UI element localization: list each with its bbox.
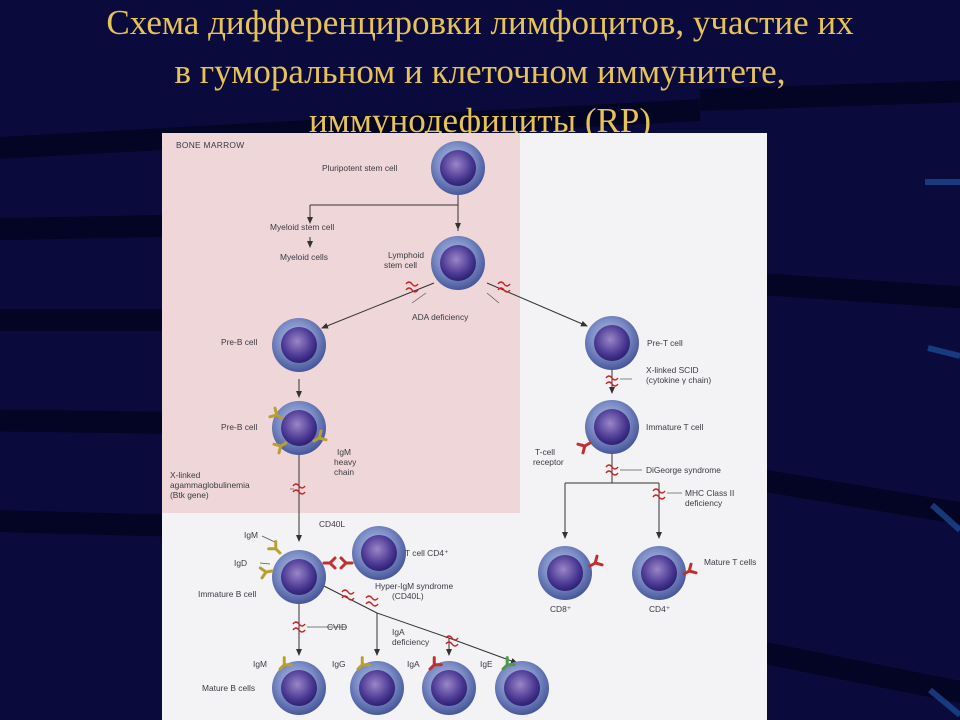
label-igm: IgM <box>244 530 258 540</box>
label-xla-1: X-linked <box>170 470 201 480</box>
mature-t-cell-cd4 <box>632 546 686 600</box>
label-scid-2: (cytokine γ chain) <box>646 375 711 385</box>
label-igm-heavy-2: heavy <box>334 457 357 467</box>
lymphoid-stem-cell <box>431 236 485 290</box>
bone-marrow-label: BONE MARROW <box>176 140 244 150</box>
igm-receptor-icon <box>267 540 286 559</box>
lymphocyte-differentiation-figure: BONE MARROW <box>162 133 767 720</box>
label-cvid: CVID <box>327 622 347 632</box>
label-scid-1: X-linked SCID <box>646 365 699 375</box>
label-pre-b-2: Pre-B cell <box>221 422 257 432</box>
label-ige-out: IgE <box>480 659 493 669</box>
slide-title: Схема дифференцировки лимфоцитов, участи… <box>0 0 960 145</box>
label-pre-t: Pre-T cell <box>647 338 683 348</box>
label-myeloid-cells: Myeloid cells <box>280 252 328 262</box>
label-igg-out: IgG <box>332 659 346 669</box>
label-hyper-igm-2: (CD40L) <box>392 591 424 601</box>
mature-t-cell-cd8 <box>538 546 592 600</box>
label-iga-out: IgA <box>407 659 420 669</box>
title-line-2: в гуморальном и клеточном иммунитете, <box>174 52 786 91</box>
pre-b-cell-1 <box>272 318 326 372</box>
label-immature-t: Immature T cell <box>646 422 704 432</box>
label-hyper-igm-1: Hyper-IgM syndrome <box>375 581 454 591</box>
igd-receptor-icon <box>258 564 275 580</box>
label-pre-b-1: Pre-B cell <box>221 337 257 347</box>
pre-t-cell <box>585 316 639 370</box>
cd40l-receptor-icon <box>322 556 354 570</box>
label-t-cell-cd4: T cell CD4⁺ <box>405 548 448 558</box>
label-lymphoid-2: stem cell <box>384 260 417 270</box>
label-igm-heavy-3: chain <box>334 467 354 477</box>
label-ada: ADA deficiency <box>412 312 469 322</box>
bone-marrow-region <box>162 133 520 513</box>
label-tcr-2: receptor <box>533 457 564 467</box>
label-xla-3: (Btk gene) <box>170 490 209 500</box>
label-mature-t: Mature T cells <box>704 557 756 567</box>
differentiation-diagram: BONE MARROW <box>170 140 756 715</box>
label-mhc-1: MHC Class II <box>685 488 734 498</box>
label-cd4: CD4⁺ <box>649 604 670 614</box>
label-immature-b: Immature B cell <box>198 589 256 599</box>
label-digeorge: DiGeorge syndrome <box>646 465 721 475</box>
label-tcr-1: T-cell <box>535 447 555 457</box>
label-myeloid-stem: Myeloid stem cell <box>270 222 334 232</box>
label-iga-def-1: IgA <box>392 627 405 637</box>
label-xla-2: agammaglobulinemia <box>170 480 250 490</box>
label-cd40l: CD40L <box>319 519 345 529</box>
label-pluripotent: Pluripotent stem cell <box>322 163 398 173</box>
immature-t-cell <box>585 400 639 454</box>
label-mhc-2: deficiency <box>685 498 723 508</box>
label-iga-def-2: deficiency <box>392 637 430 647</box>
pluripotent-stem-cell <box>431 141 485 195</box>
label-lymphoid-1: Lymphoid <box>388 250 424 260</box>
immature-b-cell <box>272 550 326 604</box>
label-cd8: CD8⁺ <box>550 604 571 614</box>
label-igm-heavy-1: IgM <box>337 447 351 457</box>
label-mature-b: Mature B cells <box>202 683 255 693</box>
title-line-1: Схема дифференцировки лимфоцитов, участи… <box>106 3 854 42</box>
label-igd: IgD <box>234 558 247 568</box>
t-cell-cd4-helper <box>352 526 406 580</box>
label-igm-out: IgM <box>253 659 267 669</box>
